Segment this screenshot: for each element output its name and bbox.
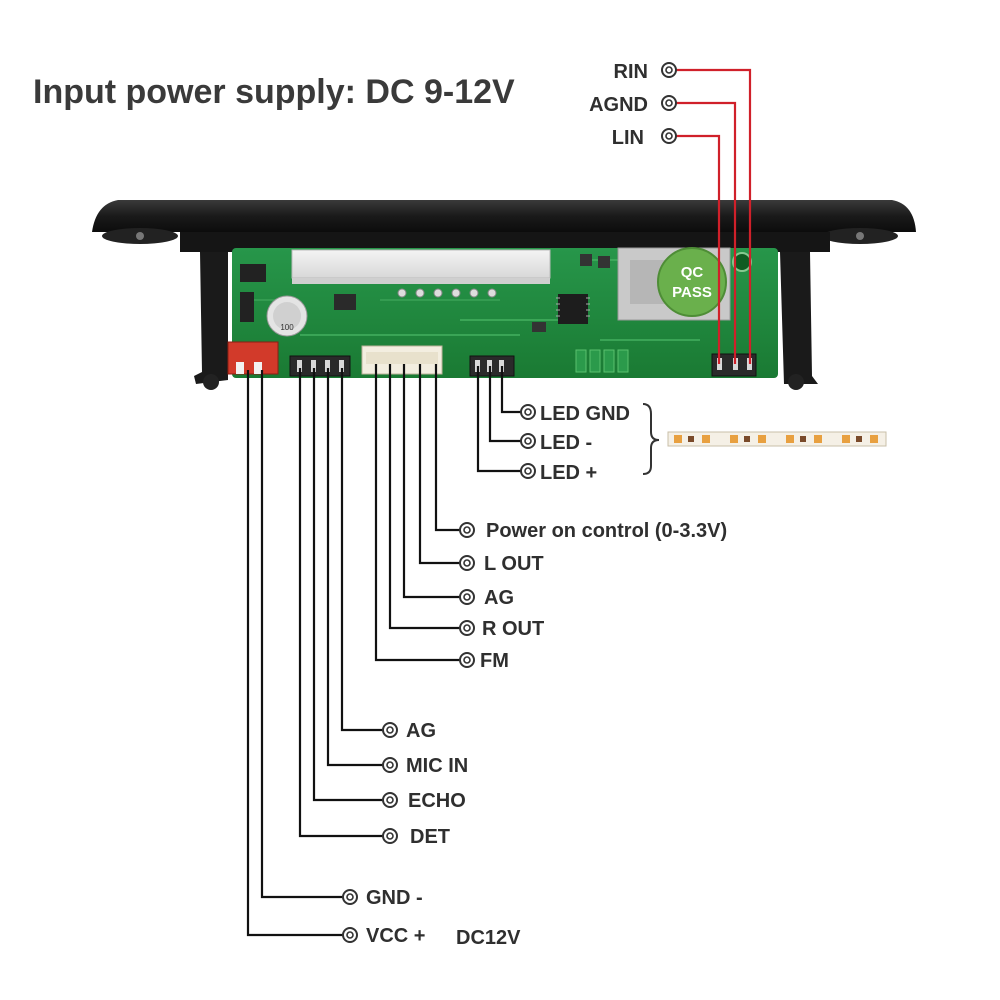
pin-label: LIN	[612, 127, 644, 149]
power-pin-group: GND - VCC + DC12V	[342, 887, 521, 949]
pin-gnd: GND -	[342, 887, 423, 909]
pin-label: RIN	[614, 61, 648, 83]
pin-label: AGND	[589, 94, 648, 116]
pin-led-plus: LED +	[520, 462, 597, 484]
pin-label: DET	[410, 826, 450, 848]
audio-connector	[361, 345, 443, 375]
mp3-module: 100 QC PASS	[92, 200, 916, 390]
page-title: Input power supply: DC 9-12V	[33, 73, 515, 111]
capacitor-text: 100	[280, 323, 294, 332]
pin-label: L OUT	[484, 553, 544, 575]
power-wires	[246, 370, 344, 937]
pin-label: MIC IN	[406, 755, 468, 777]
top-pin-group: RIN AGND LIN	[589, 61, 677, 149]
qc-badge-line1: QC	[681, 264, 704, 281]
pin-r-out: R OUT	[459, 618, 544, 640]
pin-mic-in: MIC IN	[382, 755, 468, 777]
pin-ag-2: AG	[382, 720, 436, 742]
pin-agnd: AGND	[589, 94, 677, 116]
pin-label: R OUT	[482, 618, 544, 640]
capacitor: 100	[266, 295, 308, 337]
pin-label: LED GND	[540, 403, 630, 425]
pin-l-out: L OUT	[459, 553, 544, 575]
pin-label: LED +	[540, 462, 597, 484]
pin-fm: FM	[459, 650, 509, 672]
pin-label: AG	[406, 720, 436, 742]
pin-label: ECHO	[408, 790, 466, 812]
pin-label: FM	[480, 650, 509, 672]
power-note: DC12V	[456, 927, 521, 949]
mic-pin-group: AG MIC IN ECHO DET	[382, 720, 468, 848]
qc-badge-line2: PASS	[672, 284, 712, 301]
led-wires	[476, 366, 522, 473]
pin-power-on-control: Power on control (0-3.3V)	[459, 520, 727, 542]
pin-echo: ECHO	[382, 790, 466, 812]
line-in-wires	[676, 68, 752, 364]
pin-label: LED -	[540, 432, 592, 454]
front-bezel	[92, 200, 916, 390]
pin-label: VCC +	[366, 925, 425, 947]
mic-wires	[298, 368, 383, 838]
pin-label: GND -	[366, 887, 423, 909]
pin-det: DET	[382, 826, 450, 848]
power-connector	[227, 341, 279, 375]
pin-vcc: VCC +	[342, 925, 425, 947]
pin-lin: LIN	[612, 127, 677, 149]
pin-label: Power on control (0-3.3V)	[486, 520, 727, 542]
audio-wires	[374, 364, 461, 662]
pin-led-gnd: LED GND	[520, 403, 630, 425]
led-strip	[667, 431, 887, 447]
led-brace	[642, 403, 660, 475]
led-header	[469, 355, 515, 377]
qc-pass-badge: QC PASS	[657, 247, 727, 317]
pin-label: AG	[484, 587, 514, 609]
pin-rin: RIN	[614, 61, 677, 83]
mic-header	[289, 355, 351, 377]
pin-ag-1: AG	[459, 587, 514, 609]
led-pin-group: LED GND LED - LED +	[520, 403, 630, 484]
pin-led-minus: LED -	[520, 432, 592, 454]
audio-pin-group: Power on control (0-3.3V) L OUT AG R OUT…	[459, 520, 727, 672]
